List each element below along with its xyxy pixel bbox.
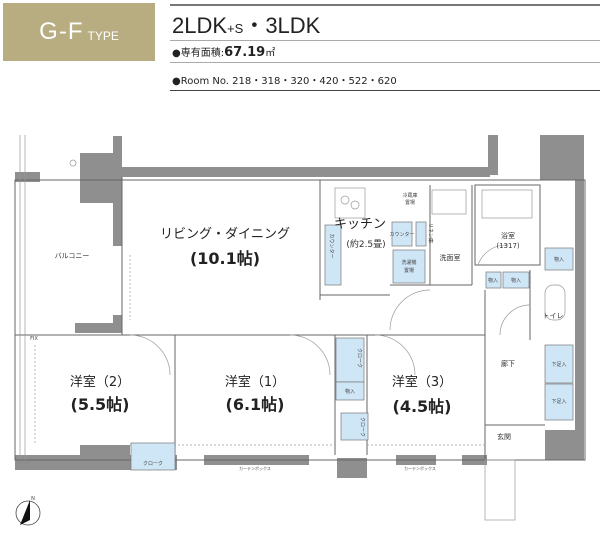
kitchen-size: (約2.5畳): [346, 238, 385, 250]
curtain-box-label: カーテンボックス: [239, 465, 271, 471]
divider: [170, 40, 600, 41]
type-code: G-F: [39, 18, 84, 45]
storage-label: 物入: [345, 388, 355, 395]
divider: [170, 62, 600, 63]
area-label: ●専有面積:: [172, 48, 225, 59]
toilet-label: トイレ: [543, 312, 564, 320]
room2-size: (5.5帖): [71, 395, 130, 414]
room1-size: (6.1帖): [226, 395, 285, 414]
fridge-label-1: 冷蔵庫: [402, 192, 417, 199]
shoe-storage-label: 下足入: [551, 362, 566, 368]
floor-area: ●専有面積:67.19㎡: [172, 44, 275, 60]
closet-label: クローク: [356, 348, 362, 368]
layout-main: 2LDK: [172, 13, 228, 38]
area-unit: ㎡: [265, 48, 276, 59]
curtain-box-label: カーテンボックス: [404, 465, 436, 471]
room1-label: 洋室（1）: [225, 374, 285, 390]
storage-label: 物入: [488, 277, 498, 284]
room2-label: 洋室（2）: [70, 374, 130, 390]
divider: [170, 4, 600, 6]
hallway-label: 廊下: [501, 359, 515, 368]
living-label: リビング・ダイニング: [160, 227, 290, 242]
washer-label-2: 置場: [404, 267, 414, 274]
partitions: [14, 135, 586, 521]
linen-label: リネン庫: [427, 223, 434, 243]
closet-label: クローク: [143, 461, 163, 467]
balcony-label: バルコニー: [55, 252, 90, 260]
storage-label: 物入: [554, 256, 564, 263]
layout-rest: ・3LDK: [243, 13, 321, 38]
storage-areas: [130, 221, 574, 471]
area-value: 67.19: [224, 45, 266, 60]
divider: [170, 90, 600, 91]
storage-label: 物入: [511, 277, 521, 284]
living-size: (10.1帖): [190, 249, 260, 268]
north-label: N: [31, 496, 35, 502]
entrance-label: 玄関: [497, 432, 511, 441]
fix-label: FIX: [30, 336, 38, 342]
fridge-label-2: 置場: [405, 199, 415, 206]
counter-label: カウンター: [389, 231, 414, 238]
kitchen-counter-label: カウンター: [328, 233, 335, 258]
type-suffix: TYPE: [87, 29, 119, 43]
kitchen-label: キッチン: [334, 217, 386, 232]
unit-type-badge: G-F TYPE: [3, 3, 155, 61]
north-compass-icon: N: [15, 496, 41, 526]
bath-size: (1317): [496, 242, 520, 250]
shoe-storage-label: 下足入: [551, 399, 566, 405]
layout-plus: +S: [227, 21, 244, 36]
room3-label: 洋室（3）: [392, 374, 452, 390]
room3-size: (4.5帖): [393, 397, 452, 416]
walls: [15, 135, 584, 478]
washer-label-1: 洗濯機: [401, 259, 416, 266]
layout-title: 2LDK+S・3LDK: [172, 8, 320, 40]
room-numbers: ●Room No. 218・318・320・420・522・620: [172, 76, 397, 87]
bath-label: 浴室: [501, 231, 515, 240]
washroom-label: 洗面室: [440, 253, 461, 262]
closet-label: クローク: [359, 417, 365, 437]
